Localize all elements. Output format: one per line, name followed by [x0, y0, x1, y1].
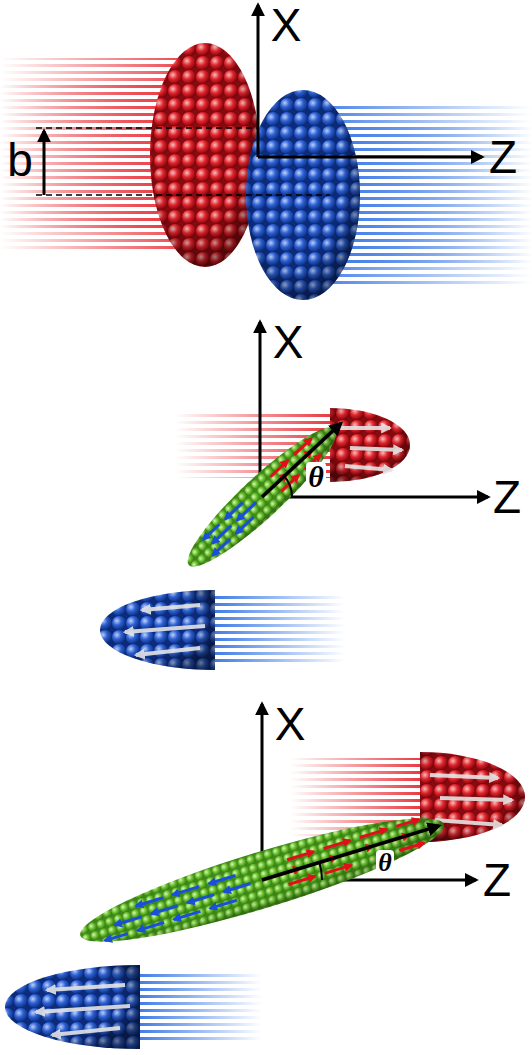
blue-spectator: [5, 965, 140, 1049]
red-nucleus: [150, 43, 260, 267]
axis-label: X: [273, 319, 304, 365]
blue-nucleus: [246, 90, 360, 300]
impact-parameter-label: b: [7, 137, 33, 183]
red-spectator: [330, 408, 410, 482]
axis-label: Z: [483, 857, 511, 903]
angle-label: θ: [306, 462, 326, 492]
z-axis: [260, 496, 488, 499]
axis-label: X: [275, 701, 306, 747]
panel-initial: [0, 5, 532, 300]
axis-label: Z: [489, 134, 517, 180]
blue-trail: [210, 596, 345, 666]
blue-spectator: [100, 590, 215, 670]
fireball: [175, 409, 354, 580]
axis-arrow: [262, 826, 439, 880]
impact-parameter-arrow: [43, 131, 46, 195]
x-axis: [259, 322, 262, 497]
x-axis: [257, 5, 260, 157]
fireball: [72, 798, 452, 963]
angle-arc: [283, 475, 292, 497]
axis-label: Z: [493, 474, 521, 520]
panel-early: [100, 322, 488, 670]
dashed-guide: [36, 194, 330, 196]
blue-trail: [135, 970, 262, 1044]
axis-label: X: [271, 2, 302, 48]
z-axis: [258, 156, 482, 159]
axis-arrow: [262, 423, 341, 497]
angle-arc: [319, 863, 322, 881]
red-trail: [290, 758, 425, 836]
dashed-guide: [36, 127, 258, 129]
angle-label: θ: [376, 850, 394, 876]
panel-late: [5, 704, 525, 1049]
